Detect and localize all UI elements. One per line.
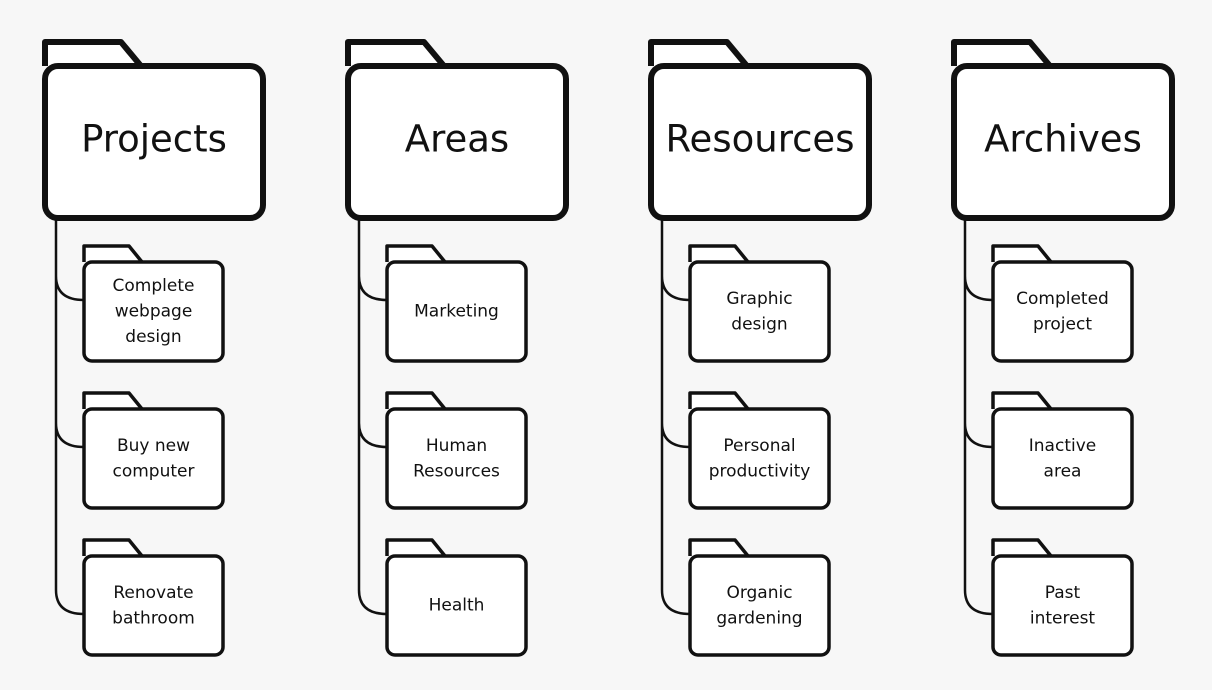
subfolder: Personal productivity bbox=[688, 391, 831, 510]
category-title: Projects bbox=[81, 118, 227, 161]
folder-icon bbox=[688, 260, 831, 363]
folder-icon bbox=[991, 554, 1134, 657]
folder-tab bbox=[385, 391, 447, 411]
folder-tab bbox=[385, 538, 447, 558]
folder-icon bbox=[648, 39, 872, 221]
folder-icon bbox=[385, 407, 528, 510]
folder-icon bbox=[688, 554, 831, 657]
subfolder: Complete webpage design bbox=[82, 244, 225, 363]
subfolder: Health bbox=[385, 538, 528, 657]
subfolder-label: Personal bbox=[723, 436, 795, 456]
subfolder-label: design bbox=[731, 314, 787, 334]
folder-icon bbox=[82, 554, 225, 657]
folder-tab bbox=[991, 538, 1053, 558]
folder-icon bbox=[82, 260, 225, 363]
subfolder: Marketing bbox=[385, 244, 528, 363]
subfolder: Inactive area bbox=[991, 391, 1134, 510]
folder-tab bbox=[82, 538, 144, 558]
subfolder-label: Organic bbox=[726, 583, 792, 603]
category-title: Archives bbox=[984, 118, 1142, 161]
subfolder-label: interest bbox=[1030, 608, 1096, 628]
subfolder-label: bathroom bbox=[112, 608, 195, 628]
subfolder-label: Inactive bbox=[1029, 436, 1096, 456]
subfolder-label: Past bbox=[1045, 583, 1081, 603]
folder-icon bbox=[42, 39, 266, 221]
folder-tab bbox=[82, 244, 144, 264]
subfolder: Completed project bbox=[991, 244, 1134, 363]
folder-icon bbox=[385, 260, 528, 363]
subfolder: Renovate bathroom bbox=[82, 538, 225, 657]
folder-icon bbox=[82, 407, 225, 510]
folder-tab bbox=[385, 244, 447, 264]
subfolder-label: Resources bbox=[413, 461, 500, 481]
folder-tab bbox=[688, 391, 750, 411]
folder-icon bbox=[991, 260, 1134, 363]
subfolder-label: design bbox=[125, 327, 181, 347]
subfolder: Organic gardening bbox=[688, 538, 831, 657]
subfolder-label: Complete bbox=[113, 276, 195, 296]
tree-connector bbox=[660, 218, 691, 616]
category-title: Areas bbox=[405, 118, 509, 161]
subfolder-label: webpage bbox=[115, 302, 193, 322]
subfolder-label: Human bbox=[426, 436, 487, 456]
category-title: Resources bbox=[666, 118, 855, 161]
folder-tab bbox=[688, 538, 750, 558]
subfolder-label: computer bbox=[113, 461, 195, 481]
folder-tab bbox=[991, 391, 1053, 411]
subfolder: Graphic design bbox=[688, 244, 831, 363]
tree-connector bbox=[357, 218, 388, 616]
subfolder-label: Completed bbox=[1016, 289, 1109, 309]
folder-tab bbox=[82, 391, 144, 411]
subfolder-label: Marketing bbox=[414, 302, 499, 322]
folder-tab bbox=[688, 244, 750, 264]
folder-icon bbox=[345, 39, 569, 221]
subfolder-label: area bbox=[1044, 461, 1082, 481]
subfolder-label: gardening bbox=[716, 608, 802, 628]
subfolder-label: productivity bbox=[709, 461, 811, 481]
subfolder-label: Buy new bbox=[117, 436, 190, 456]
folder-icon bbox=[951, 39, 1175, 221]
tree-connector bbox=[963, 218, 994, 616]
subfolder-label: Renovate bbox=[113, 583, 193, 603]
subfolder-label: Graphic bbox=[726, 289, 792, 309]
subfolder: Buy new computer bbox=[82, 391, 225, 510]
folder-icon bbox=[385, 554, 528, 657]
tree-connector bbox=[54, 218, 85, 616]
subfolder-label: project bbox=[1033, 314, 1092, 334]
folder-tab bbox=[991, 244, 1053, 264]
subfolder: Past interest bbox=[991, 538, 1134, 657]
folder-icon bbox=[688, 407, 831, 510]
subfolder-label: Health bbox=[429, 596, 485, 616]
folder-icon bbox=[991, 407, 1134, 510]
